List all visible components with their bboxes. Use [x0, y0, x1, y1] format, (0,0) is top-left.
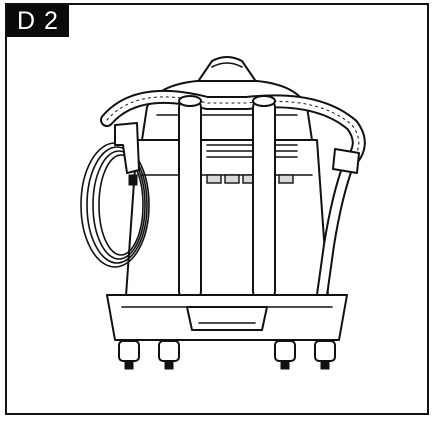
vacuum-cleaner-drawing	[80, 56, 366, 370]
castor-wheels	[118, 340, 336, 370]
handle-bar-left	[178, 96, 202, 303]
hose-nozzle	[332, 148, 360, 174]
vacuum-cleaner-illustration	[67, 45, 387, 385]
motor-head	[141, 80, 313, 141]
handle-bar-right	[252, 96, 276, 303]
base-grip	[186, 306, 268, 331]
container-body	[124, 139, 330, 311]
figure-label: D 2	[7, 5, 69, 37]
cable-hook	[114, 122, 140, 174]
figure-frame: D 2	[5, 3, 429, 415]
vent-slots	[206, 174, 294, 184]
